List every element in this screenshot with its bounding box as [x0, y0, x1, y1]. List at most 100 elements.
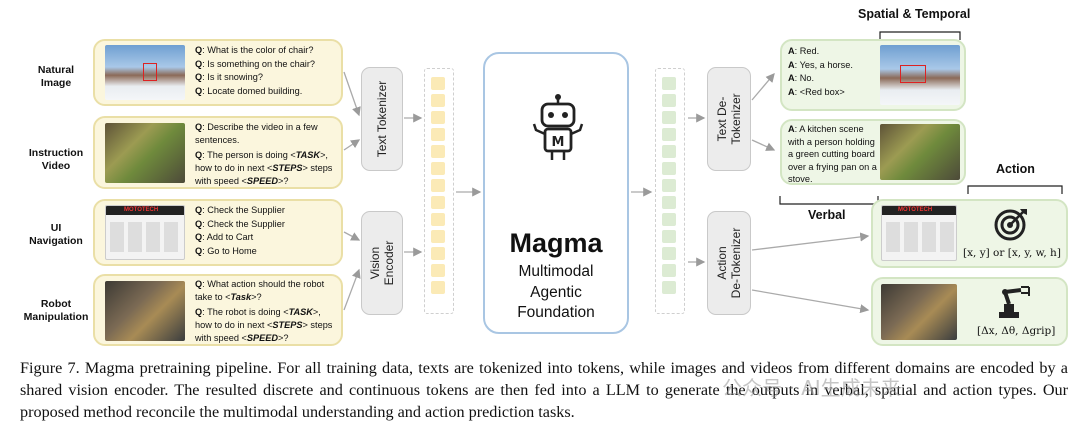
output-token — [662, 179, 676, 192]
web-product-tile — [922, 222, 936, 252]
arrow-text-detok-to-spatial — [751, 73, 775, 101]
kitchen-output-image — [880, 124, 960, 180]
web-screenshot-image: MOTOTECH — [105, 205, 185, 260]
text-token — [431, 230, 445, 243]
question-line: Q: Go to Home — [195, 245, 257, 256]
arrow-natural-to-tokenizer — [343, 71, 361, 117]
text-token — [431, 281, 445, 294]
magma-subtitle-line: Foundation — [517, 304, 595, 321]
spatial-temporal-header: Spatial & Temporal — [858, 7, 971, 21]
robot-action-formula: [Δx, Δθ, Δgrip] — [977, 325, 1056, 337]
output-token — [662, 196, 676, 209]
action-detokenizer-label: Action De-Tokenizer — [715, 227, 743, 299]
text-token — [431, 111, 445, 124]
natural-image-questions: Q: What is the color of chair? Q: Is som… — [195, 44, 340, 98]
action-brace — [967, 185, 1063, 194]
text-token — [431, 145, 445, 158]
question-line: Q: Check the Supplier — [195, 205, 285, 215]
text-token — [431, 247, 445, 260]
answer-line: A: Yes, a horse. — [788, 59, 853, 70]
arrow-robot-to-encoder — [343, 268, 361, 311]
answer-line: A: <Red box> — [788, 86, 845, 97]
watermark-text: 公众号 · AI生成未来 — [722, 376, 901, 400]
question-line: Q: The person is doing <TASK>, how to do… — [195, 150, 333, 186]
text-token — [431, 77, 445, 90]
web-header-bar — [106, 206, 184, 215]
vision-encoder-label: Vision Encoder — [368, 240, 396, 286]
video-answer-card: A: A kitchen scene with a person holding… — [780, 119, 966, 185]
web-product-tile — [164, 222, 178, 252]
output-token — [662, 213, 676, 226]
text-token — [431, 264, 445, 277]
text-detokenizer-box: Text De- Tokenizer — [707, 67, 751, 171]
question-line: Q: Is something on the chair? — [195, 58, 316, 69]
ui-navigation-card: MOTOTECH Q: Check the Supplier Q: Check … — [93, 199, 343, 266]
snow-scene-output-image — [880, 45, 960, 105]
output-token-column — [655, 68, 685, 314]
ui-action-card: MOTOTECH [x, y] or [x, y, w, h] — [871, 199, 1068, 268]
red-box-marker — [900, 65, 926, 83]
question-line: Q: Is it snowing? — [195, 72, 263, 83]
answer-line: A: No. — [788, 73, 815, 84]
web-product-tile — [940, 222, 954, 252]
question-line: Q: Locate domed building. — [195, 85, 303, 96]
output-token — [662, 264, 676, 277]
text-token — [431, 162, 445, 175]
robot-scene-image — [105, 281, 185, 341]
question-line: Q: The robot is doing <TASK>, how to do … — [195, 307, 333, 343]
output-token — [662, 111, 676, 124]
question-line: Q: Describe the video in a few sentences… — [195, 122, 318, 145]
text-token — [431, 94, 445, 107]
robot-questions: Q: What action should the robot take to … — [195, 278, 340, 345]
output-token — [662, 77, 676, 90]
web-screenshot-output-image: MOTOTECH — [881, 205, 957, 261]
text-token — [431, 128, 445, 141]
text-tokenizer-box: Text Tokenizer — [361, 67, 403, 171]
web-brand-logo: MOTOTECH — [898, 207, 933, 213]
svg-text:M: M — [552, 135, 565, 150]
verbal-label: Verbal — [808, 208, 846, 222]
magma-title: Magma — [509, 228, 603, 258]
row-label-natural-image: Natural Image — [37, 64, 75, 89]
target-icon — [994, 209, 1027, 241]
answer-line: A: Red. — [788, 46, 820, 56]
video-questions: Q: Describe the video in a few sentences… — [195, 121, 340, 188]
web-brand-logo: MOTOTECH — [124, 207, 159, 213]
video-answer: A: A kitchen scene with a person holding… — [788, 124, 877, 184]
question-line: Q: Add to Cart — [195, 232, 254, 243]
row-label-ui-navigation: UI Navigation — [29, 222, 83, 247]
output-token — [662, 162, 676, 175]
magma-subtitle-line: Multimodal — [518, 263, 594, 280]
magma-model-box: M Magma Multimodal Agentic Foundation — [483, 52, 629, 334]
figure-caption: Figure 7. Magma pretraining pipeline. Fo… — [20, 359, 1068, 421]
natural-image-card: Q: What is the color of chair? Q: Is som… — [93, 39, 343, 106]
arrow-ui-to-encoder — [343, 231, 361, 241]
vision-encoder-box: Vision Encoder — [361, 211, 403, 315]
natural-image-answers: A: Red. A: Yes, a horse. A: No. A: <Red … — [788, 45, 878, 99]
question-line: Q: What is the color of chair? — [195, 45, 314, 55]
web-product-tile — [886, 222, 900, 252]
arrow-video-to-tokenizer — [343, 139, 361, 151]
robot-action-card: [Δx, Δθ, Δgrip] — [871, 277, 1068, 346]
question-line: Q: What action should the robot take to … — [195, 279, 325, 302]
text-token — [431, 213, 445, 226]
ui-action-formula: [x, y] or [x, y, w, h] — [963, 247, 1061, 259]
output-token — [662, 247, 676, 260]
verbal-brace — [779, 196, 879, 205]
spatial-brace — [879, 31, 961, 40]
web-product-tile — [110, 222, 124, 252]
input-token-column — [424, 68, 454, 314]
robot-arm-icon — [999, 286, 1030, 318]
arrow-action-detok-to-robot-action — [751, 289, 870, 314]
magma-subtitle: Multimodal Agentic Foundation — [485, 262, 627, 324]
question-line: Q: Check the Supplier — [195, 218, 285, 229]
robot-manipulation-card: Q: What action should the robot take to … — [93, 274, 343, 346]
robot-output-image — [881, 284, 957, 340]
robot-icon: M — [532, 94, 584, 160]
text-tokenizer-label: Text Tokenizer — [375, 80, 389, 158]
text-token — [431, 196, 445, 209]
output-token — [662, 128, 676, 141]
row-label-robot-manipulation: Robot Manipulation — [23, 298, 89, 323]
kitchen-video-image — [105, 123, 185, 183]
output-token — [662, 230, 676, 243]
